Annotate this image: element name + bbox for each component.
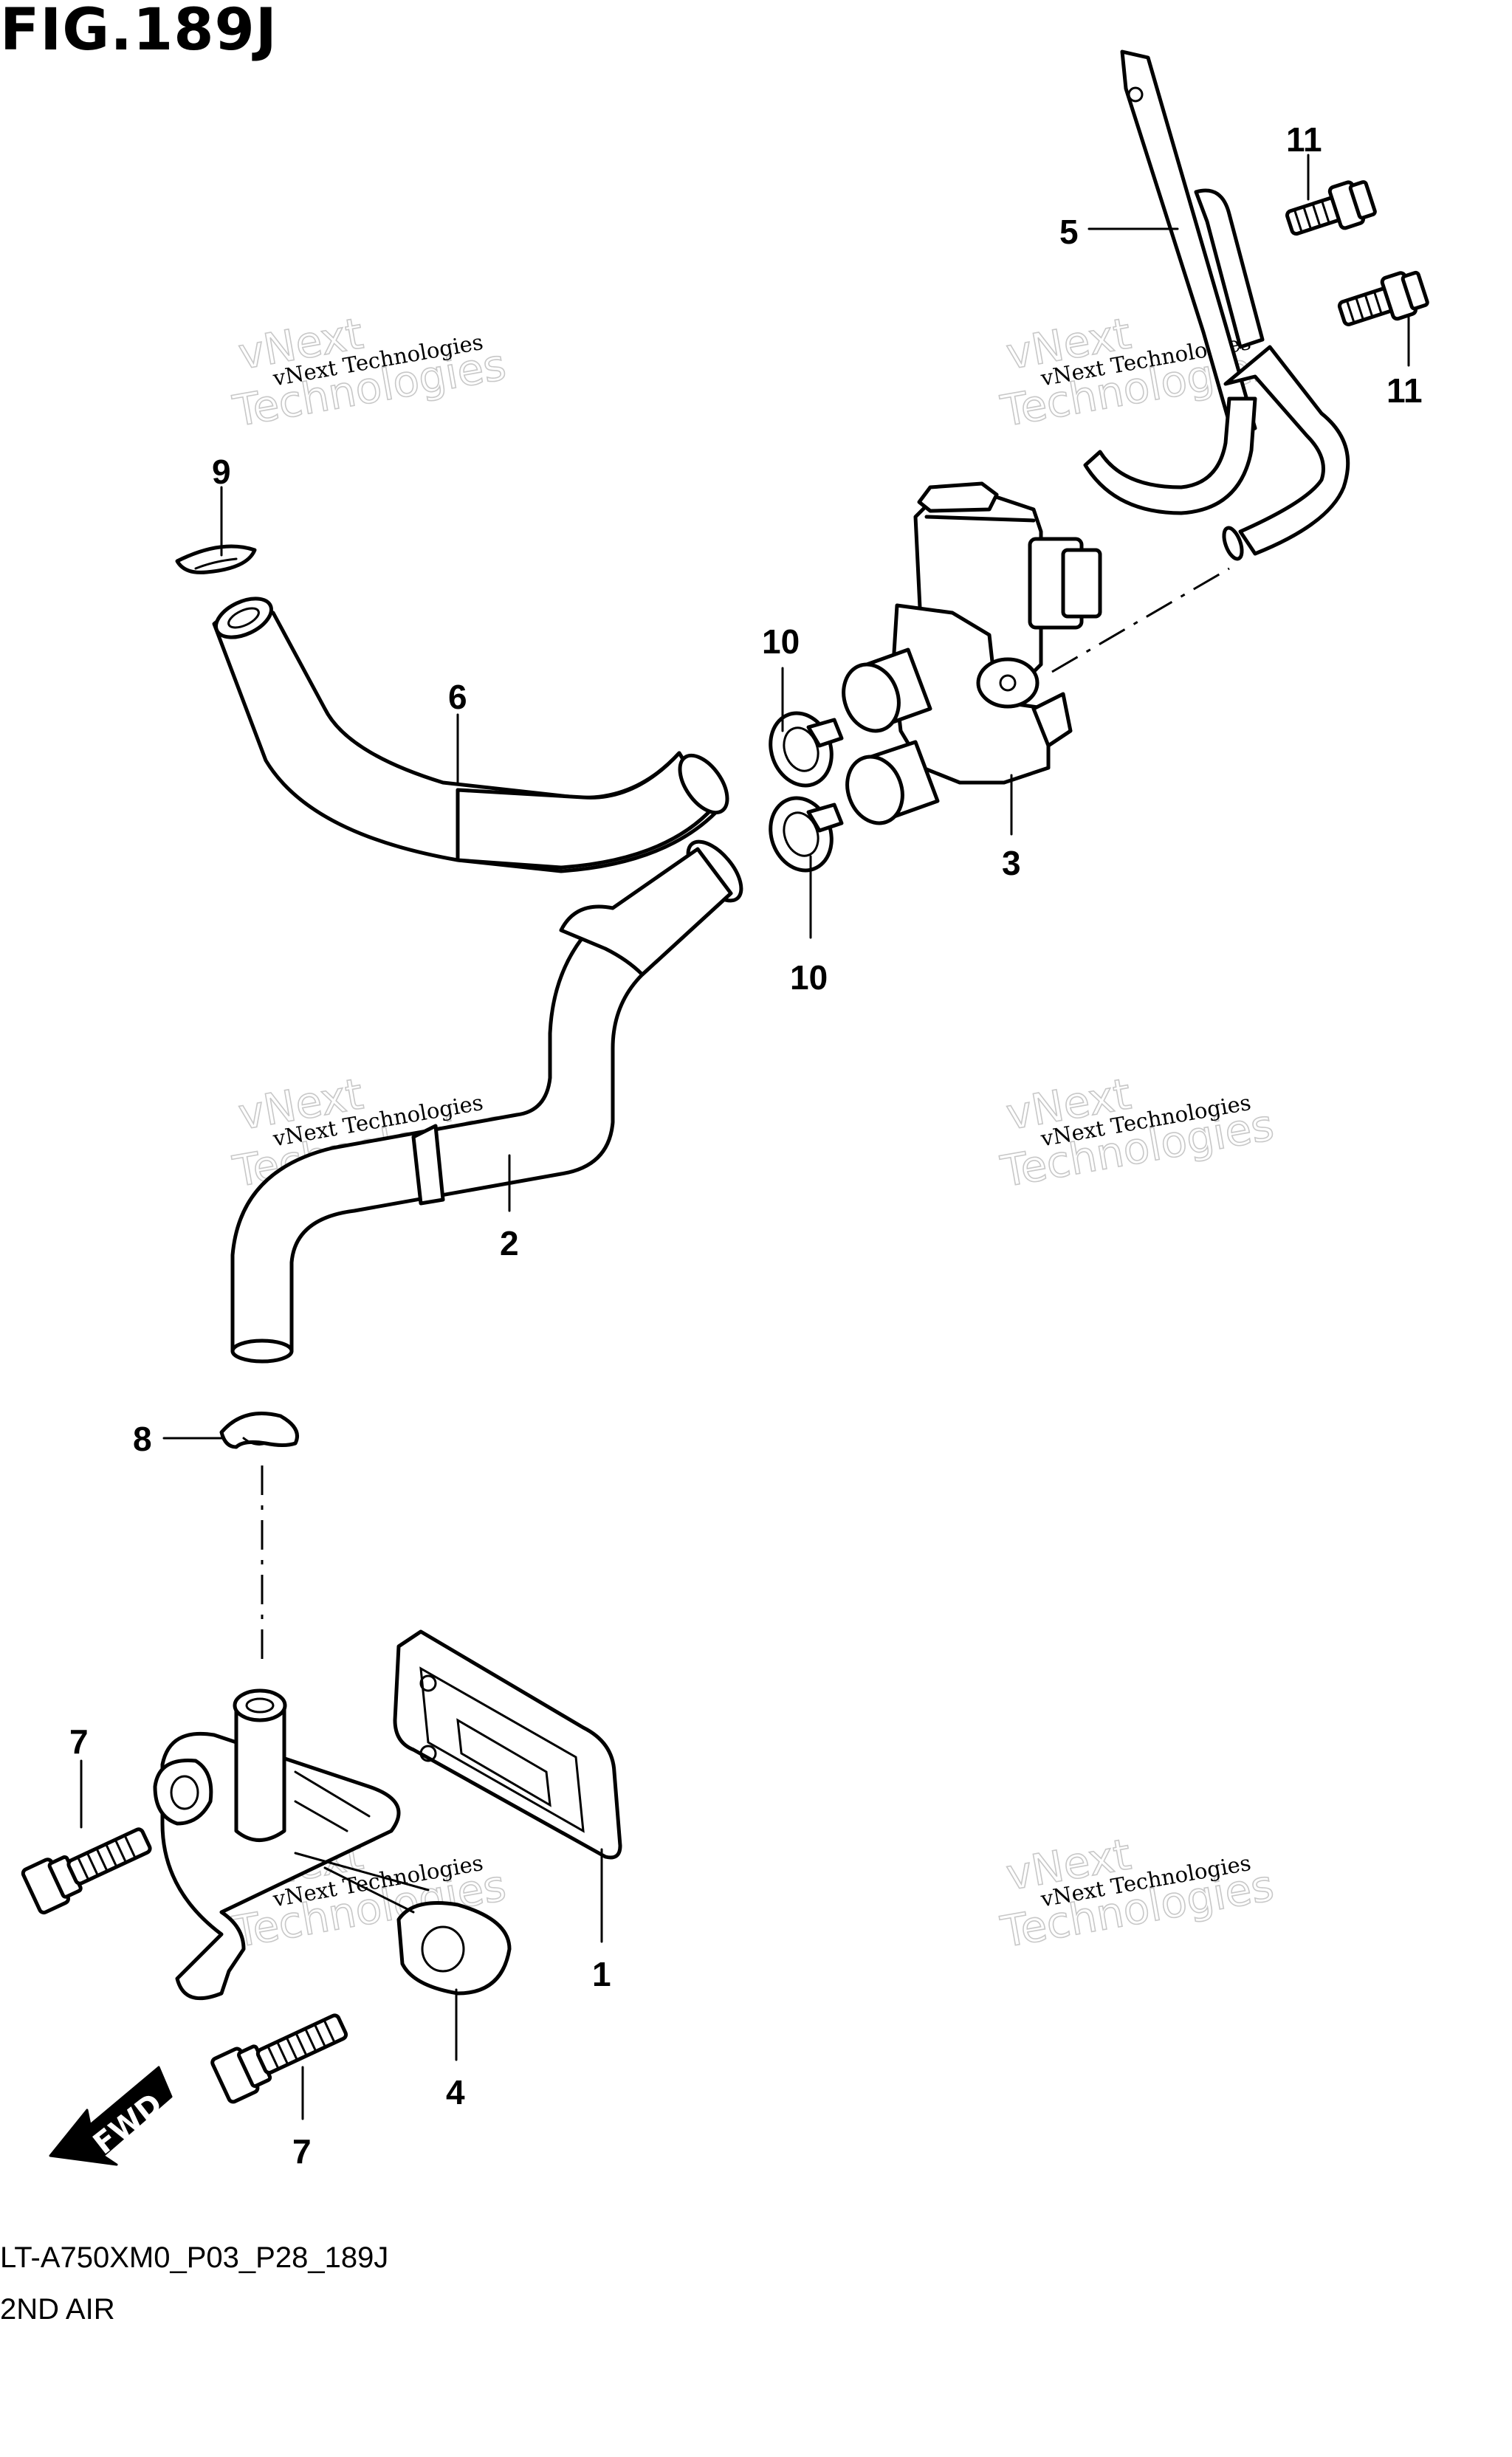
callout-7-lower: 7: [292, 2132, 312, 2171]
callout-4: 4: [446, 2073, 465, 2111]
callout-11-upper: 11: [1286, 120, 1322, 159]
part-6-hose: [212, 597, 729, 873]
part-3-air-valve: [842, 481, 1102, 825]
callout-3: 3: [1002, 844, 1021, 882]
part-1-gasket: [393, 1629, 622, 1860]
part-4-reed-cover: [153, 1688, 512, 2001]
part-11-bolt-upper: [1285, 180, 1377, 236]
callout-6: 6: [448, 678, 467, 716]
part-10-clamp-lower: [769, 796, 844, 873]
callout-11-lower: 11: [1386, 371, 1423, 410]
callout-10-upper: 10: [762, 622, 800, 661]
callout-8: 8: [133, 1420, 152, 1458]
figure-title: FIG.189J: [0, 0, 278, 63]
callout-5: 5: [1059, 213, 1079, 251]
part-8-clip: [219, 1412, 299, 1449]
callout-2: 2: [500, 1224, 519, 1262]
watermark-bottom-right: vNext Technologies vNext Technologies: [997, 1829, 1278, 1958]
callout-7-upper: 7: [69, 1722, 89, 1761]
assembly-line: [1051, 567, 1230, 673]
part-7-bolt-upper: [21, 1827, 152, 1915]
model-code: LT-A750XM0_P03_P28_189J: [0, 2241, 389, 2274]
section-name: 2ND AIR: [0, 2293, 115, 2326]
watermark-mid-right: vNext Technologies vNext Technologies: [997, 1068, 1278, 1197]
part-10-clamp-upper: [769, 711, 844, 788]
leader-lines: [80, 154, 1410, 2120]
part-2-hose: [230, 839, 743, 1364]
fwd-direction-arrow: FWD: [49, 2066, 173, 2166]
callout-10-lower: 10: [790, 958, 828, 997]
part-7-bolt-lower: [210, 2013, 348, 2104]
callout-labels: 5 11 11 9 6 10 10 3 2 8 7 1 4 7: [69, 120, 1423, 2171]
part-11-bolt-lower: [1337, 270, 1429, 326]
part-5-bracket-hose: [1083, 49, 1350, 561]
part-9-clip: [175, 544, 257, 574]
callout-9: 9: [212, 453, 231, 491]
watermark-top-left: vNext Technologies vNext Technologies: [229, 308, 510, 437]
callout-1: 1: [592, 1955, 611, 1993]
